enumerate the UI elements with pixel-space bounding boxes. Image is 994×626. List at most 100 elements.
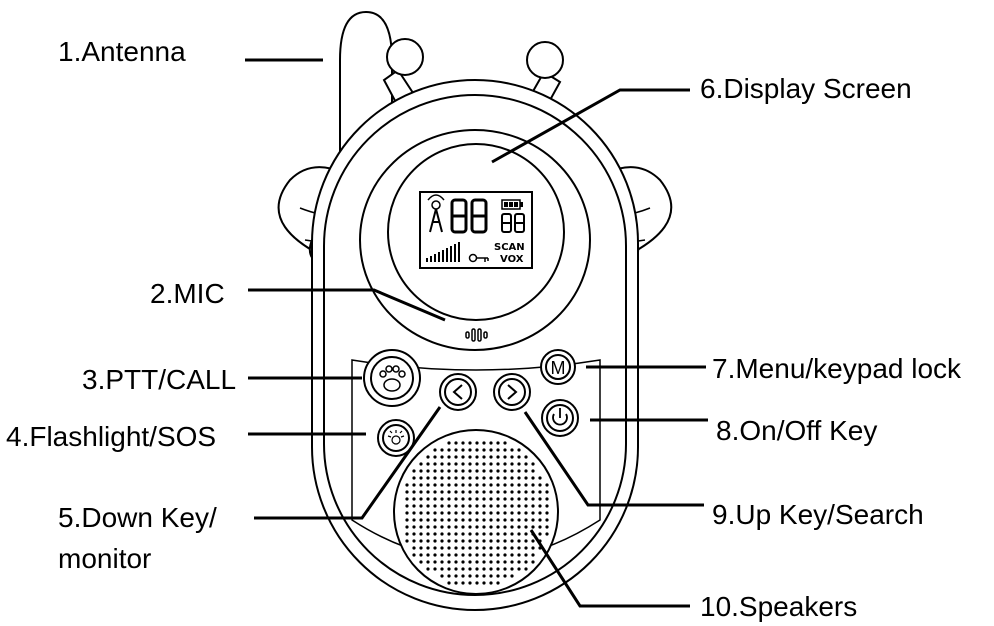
up-key-button[interactable] [493,373,531,411]
speaker-hole [482,441,486,445]
speaker-hole [461,483,465,487]
speaker-hole [454,469,458,473]
speaker-hole [510,518,514,522]
speaker-hole [468,539,472,543]
speaker-hole [475,525,479,529]
speaker-hole [433,518,437,522]
speaker-hole [405,518,409,522]
speaker-hole [468,532,472,536]
power-button[interactable] [541,399,579,437]
speaker-hole [405,504,409,508]
speaker-hole [517,532,521,536]
speaker-hole [447,469,451,473]
speaker-hole [524,469,528,473]
speaker-hole [433,462,437,466]
speaker-hole [419,504,423,508]
speaker-hole [468,448,472,452]
speaker-hole [545,483,549,487]
speaker-hole [447,532,451,536]
speaker-hole [440,567,444,571]
speaker-hole [496,553,500,557]
speaker-hole [475,455,479,459]
speaker-hole [461,567,465,571]
speaker-hole [545,511,549,515]
light-icon [387,430,405,445]
speaker-hole [510,532,514,536]
speaker-hole [461,532,465,536]
speaker-hole [447,518,451,522]
speaker-hole [426,476,430,480]
speaker-hole [447,539,451,543]
speaker-hole [461,511,465,515]
speaker-hole [426,490,430,494]
speaker-hole [454,462,458,466]
speaker-hole [454,490,458,494]
speaker-hole [461,462,465,466]
speaker-hole [412,469,416,473]
speaker-hole [531,497,535,501]
mic [465,328,488,342]
speaker-hole [419,483,423,487]
speaker-hole [454,497,458,501]
speaker-hole [433,469,437,473]
speaker-hole [475,483,479,487]
speaker-hole [524,553,528,557]
leader-display [491,88,690,164]
speaker-hole [496,581,500,585]
speaker-hole [454,504,458,508]
speaker-hole [475,441,479,445]
speaker-hole [412,553,416,557]
speaker-hole [496,560,500,564]
speaker-hole [475,511,479,515]
speaker-hole [503,455,507,459]
speaker-hole [538,532,542,536]
speaker-hole [440,574,444,578]
speaker-hole [461,518,465,522]
speaker-hole [475,469,479,473]
speaker-hole [468,497,472,501]
speaker-hole [482,469,486,473]
speaker-hole [454,532,458,536]
speaker-hole [517,567,521,571]
speaker-hole [531,511,535,515]
chevron-right-icon [507,384,518,400]
speaker-hole [461,546,465,550]
label-menu: 7.Menu/keypad lock [712,353,962,384]
speaker-hole [461,476,465,480]
ptt-button[interactable] [363,349,421,407]
flashlight-button[interactable] [377,419,415,457]
speaker-hole [482,476,486,480]
speaker-hole [426,497,430,501]
speaker-hole [405,490,409,494]
speaker-hole [496,546,500,550]
speaker-hole [440,504,444,508]
speaker-hole [524,532,528,536]
speaker-hole [447,567,451,571]
speaker-hole [489,581,493,585]
speaker-hole [531,525,535,529]
speaker-hole [433,567,437,571]
speaker-hole [517,539,521,543]
speaker-hole [468,441,472,445]
menu-button[interactable]: M [540,349,576,385]
speaker-hole [503,532,507,536]
speaker-hole [433,483,437,487]
speaker-hole [517,504,521,508]
speaker-hole [412,511,416,515]
speaker-hole [531,476,535,480]
speaker-hole [517,560,521,564]
speaker-hole [510,539,514,543]
speaker-hole [538,483,542,487]
down-key-button[interactable] [439,373,477,411]
speaker-hole [545,525,549,529]
speaker-hole [496,539,500,543]
speaker-hole [468,455,472,459]
speaker-hole [475,448,479,452]
speaker-hole [496,469,500,473]
speaker-hole [510,574,514,578]
speaker-hole [503,518,507,522]
paw-icon [379,365,406,392]
leader-mic [248,288,446,322]
speaker-hole [517,546,521,550]
speaker-hole [517,483,521,487]
